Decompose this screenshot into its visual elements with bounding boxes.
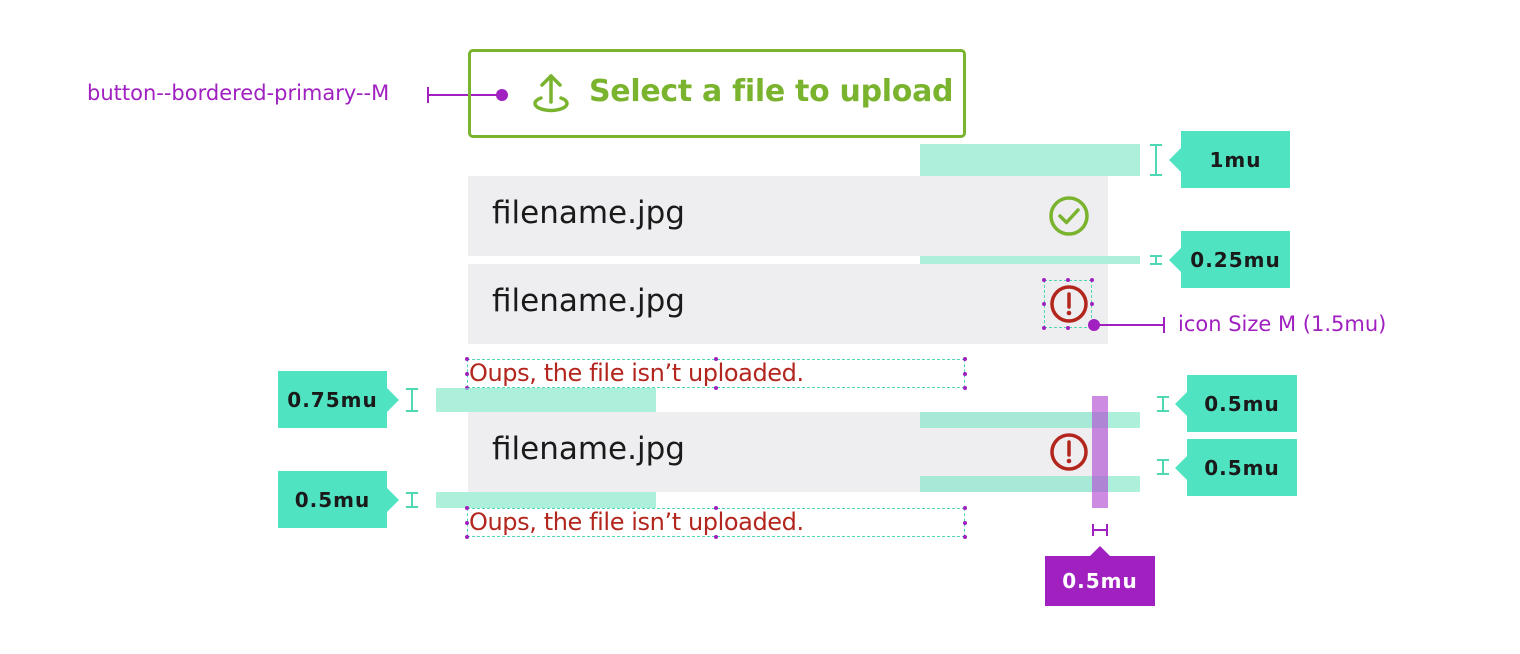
spacing-bracket-icon [406,388,418,412]
upload-button-label: Select a file to upload [589,74,954,109]
file-row-success: filename.jpg [468,176,1108,256]
spacing-indicator-padding-top [920,412,1140,428]
icon-size-annotation: icon Size M (1.5mu) [1178,312,1387,336]
spacing-bracket-icon [1157,459,1169,475]
spacing-tag-1mu: 1mu [1169,131,1290,188]
error-circle-icon [1050,285,1088,323]
file-name: filename.jpg [492,195,685,231]
spacing-indicator-1mu [920,144,1140,176]
spacing-indicator-icon-padding-right [1092,396,1108,508]
button-annotation-leader [427,87,508,103]
spacing-indicator-0.75mu [436,388,656,412]
icon-bounding-box [1044,280,1092,328]
spacing-bracket-icon [1092,524,1108,536]
spacing-bracket-icon [1150,144,1162,176]
spacing-tag-0.5mu: 0.5mu [1175,375,1297,432]
spacing-indicator-padding-bottom [920,476,1140,492]
spacing-tag-0.5mu: 0.5mu [1045,546,1155,606]
upload-button[interactable]: Select a file to upload [468,49,966,138]
button-annotation: button--bordered-primary--M [87,81,390,105]
spacing-tag-0.75mu: 0.75mu [278,371,399,428]
spacing-bracket-icon [1157,396,1169,412]
spacing-bracket-icon [406,492,418,508]
spacing-indicator-0.25mu [920,256,1140,264]
error-circle-icon [1050,433,1088,471]
check-circle-icon [1049,196,1089,236]
error-message: Oups, the file isn’t uploaded. [469,359,804,387]
spacing-tag-0.5mu: 0.5mu [1175,439,1297,496]
file-row-error: filename.jpg [468,264,1108,344]
icon-annotation-leader [1088,317,1165,333]
file-name: filename.jpg [492,431,685,467]
spacing-tag-0.5mu: 0.5mu [278,471,399,528]
spacing-tag-0.25mu: 0.25mu [1169,231,1290,288]
spacing-indicator-0.5mu [436,492,656,508]
error-message: Oups, the file isn’t uploaded. [469,508,804,536]
spacing-bracket-icon [1150,255,1162,265]
upload-icon [533,74,569,113]
file-name: filename.jpg [492,283,685,319]
